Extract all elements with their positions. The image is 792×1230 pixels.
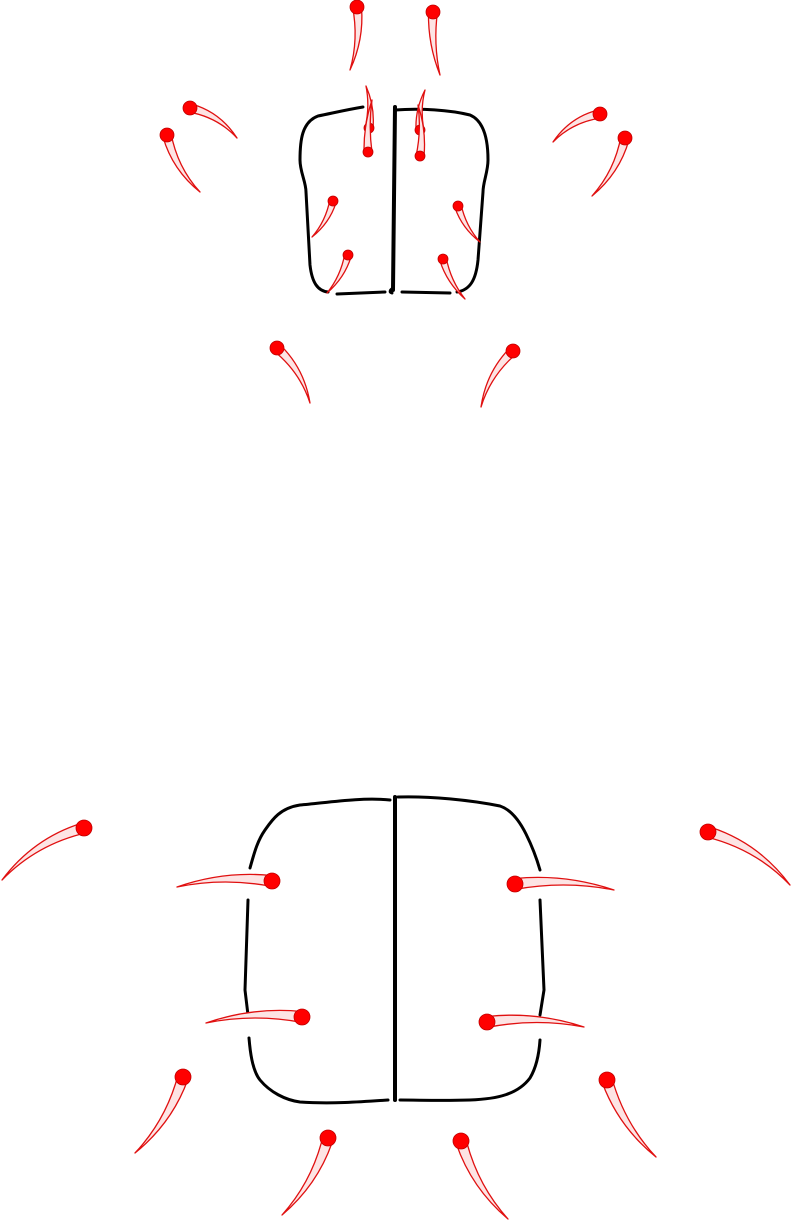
lower-setae-seta-socket-4 [506,875,524,893]
upper-setae-seta-4 [363,99,373,153]
upper-setae-seta-10 [591,135,630,197]
upper-setae-seta-11 [311,198,337,238]
upper-setae-seta-socket-13 [342,249,354,261]
lower-setae-seta-socket-10 [452,1132,470,1150]
upper-setae-seta-socket-16 [505,343,521,359]
lower-setae-seta-socket-5 [293,1008,311,1026]
lower-setae-seta-5 [205,1009,303,1024]
lower-setae-seta-socket-9 [319,1129,337,1147]
lower-plate-outline [243,795,546,1105]
lower-setae-seta-socket-1 [75,819,93,837]
upper-setae-seta-socket-4 [362,146,374,158]
lower-setae [1,819,791,1220]
upper-setae-seta-1 [349,5,363,71]
lower-setae-seta-2 [704,826,791,886]
upper-sclerite-diagram [159,0,633,408]
lower-setae-seta-6 [486,1014,585,1029]
lower-setae-seta-7 [134,1073,189,1154]
upper-setae-seta-13 [326,252,352,294]
upper-setae-seta-socket-2 [425,4,441,20]
upper-plate-outline [298,105,490,296]
lower-setae-seta-8 [601,1076,657,1158]
upper-setae-seta-socket-7 [182,100,198,116]
upper-setae-seta-5 [415,89,426,132]
lower-setae-seta-4 [514,876,615,891]
lower-setae-seta-socket-8 [598,1071,616,1089]
lower-setae-seta-socket-3 [263,872,281,890]
upper-setae-seta-8 [162,132,201,193]
upper-setae-seta-socket-1 [349,0,365,15]
upper-setae-seta-socket-11 [327,195,339,207]
upper-setae-seta-2 [427,10,441,76]
upper-setae-seta-9 [552,109,603,143]
upper-setae-seta-socket-9 [592,106,608,122]
lower-setae-seta-10 [455,1137,509,1220]
lower-sclerite-diagram [1,795,791,1220]
upper-setae-seta-socket-6 [414,150,426,162]
upper-setae-seta-socket-12 [452,200,464,212]
upper-setae-seta-socket-14 [437,253,449,265]
upper-setae-seta-14 [439,256,466,300]
upper-setae-seta-socket-15 [269,340,285,356]
upper-setae-seta-6 [415,104,426,157]
upper-setae-seta-12 [454,203,481,243]
upper-setae-seta-socket-8 [159,127,175,143]
lower-setae-seta-1 [1,822,88,881]
lower-setae-seta-9 [281,1134,334,1216]
lower-setae-seta-3 [176,873,273,888]
lower-setae-seta-socket-2 [699,823,717,841]
upper-plate-midline-hook [388,286,395,295]
upper-setae-seta-7 [186,103,238,139]
lower-setae-seta-socket-6 [478,1013,496,1031]
upper-plate-midline [391,105,397,292]
upper-setae [159,0,633,408]
lower-setae-seta-socket-7 [174,1068,192,1086]
upper-setae-seta-socket-10 [617,130,633,146]
